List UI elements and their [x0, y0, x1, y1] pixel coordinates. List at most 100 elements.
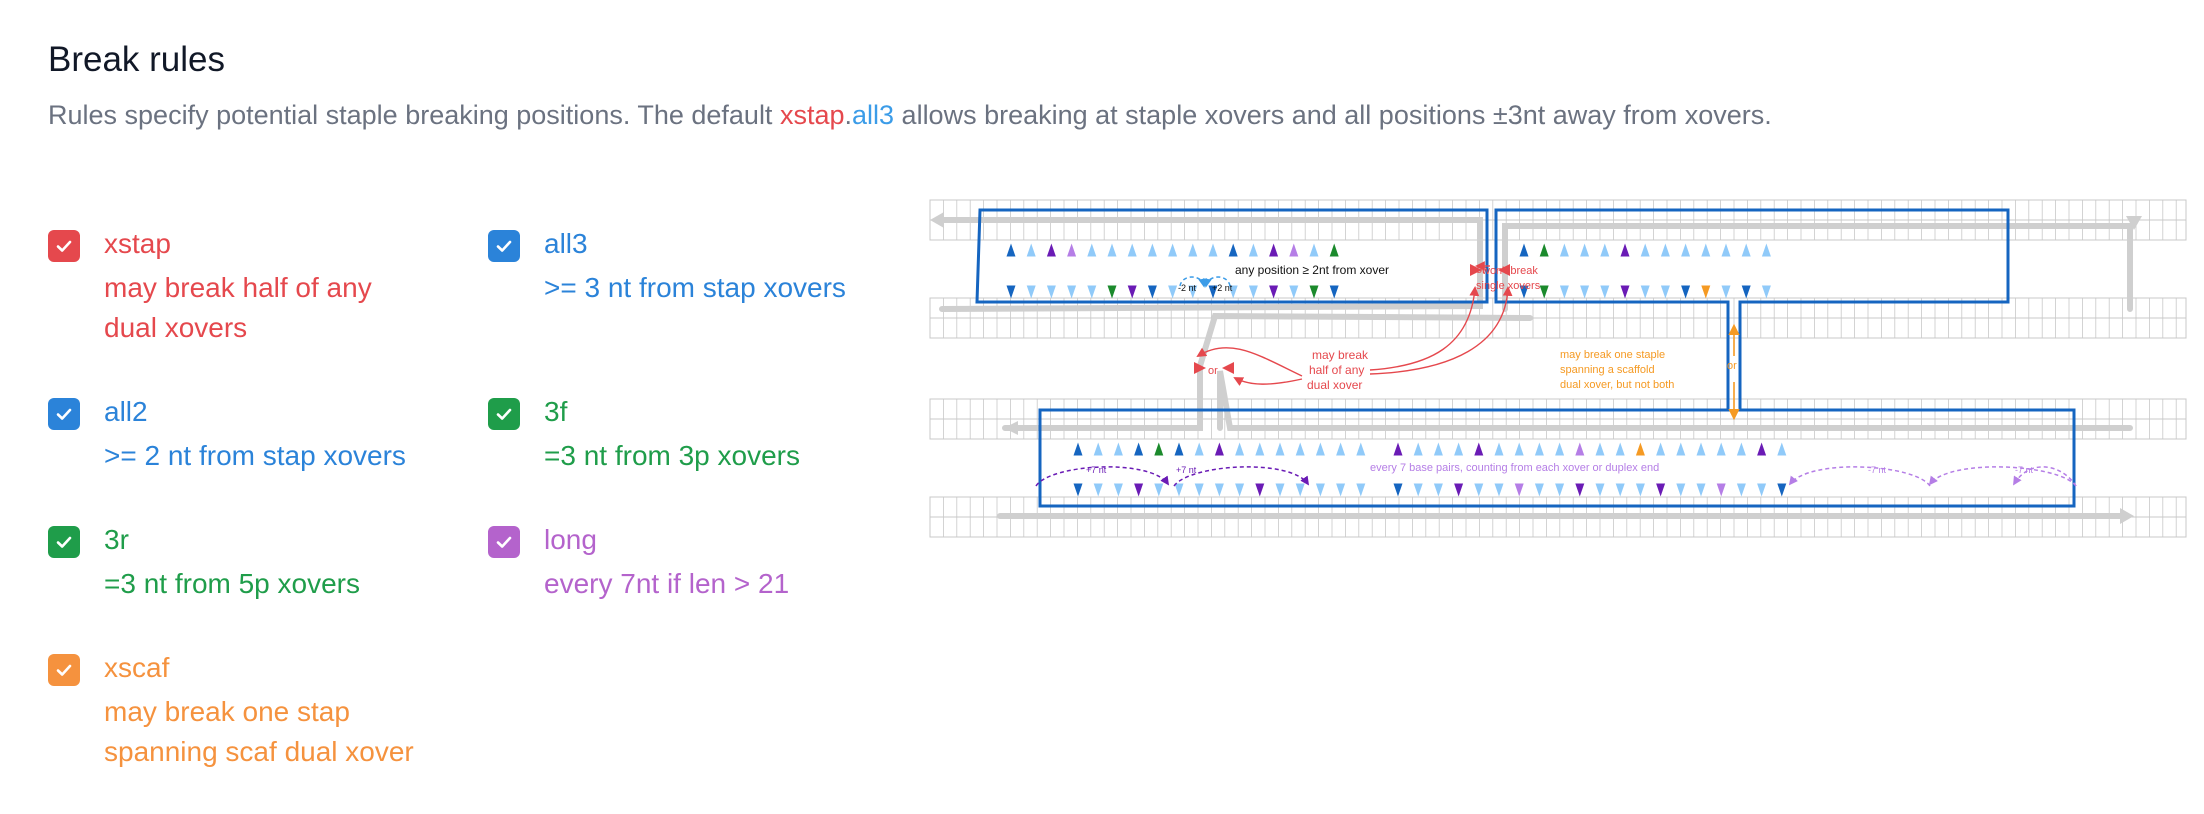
rule-desc-line2: dual xovers: [104, 312, 248, 343]
label-may-break-line2: half of any: [1309, 363, 1364, 377]
rule-desc-line1: >= 2 nt from stap xovers: [104, 440, 406, 471]
checkbox-long[interactable]: [488, 526, 520, 558]
rule-name: 3f: [544, 396, 568, 427]
rule-desc-line1: may break half of any: [104, 272, 372, 303]
break-marker: [1168, 243, 1178, 257]
checkbox-xstap[interactable]: [48, 230, 80, 262]
arc-minus7-a: [1928, 466, 2077, 487]
break-marker: [1067, 243, 1077, 257]
break-marker: [1188, 243, 1198, 257]
break-marker: [1721, 285, 1731, 299]
break-marker: [1067, 285, 1077, 299]
break-marker: [1595, 483, 1605, 497]
break-marker: [1555, 442, 1565, 456]
label-scaf-line3: dual xover, but not both: [1560, 379, 1674, 391]
check-icon: [56, 408, 72, 420]
label-plus7-b: +7 nt: [1176, 465, 1197, 475]
break-marker: [1208, 243, 1218, 257]
desc-suffix: allows breaking at staple xovers and all…: [894, 100, 1772, 130]
arrow-head: [930, 212, 944, 228]
break-marker: [1474, 483, 1484, 497]
arc-plus7-a: [1035, 466, 1170, 487]
break-marker: [1235, 442, 1245, 456]
break-marker: [1413, 483, 1423, 497]
page-title: Break rules: [48, 40, 226, 79]
break-marker: [1701, 285, 1711, 299]
break-marker: [1174, 442, 1184, 456]
break-marker: [1087, 285, 1097, 299]
break-marker: [1575, 442, 1585, 456]
break-marker: [1534, 483, 1544, 497]
rule-desc-line1: =3 nt from 5p xovers: [104, 568, 361, 599]
rule-desc-line1: every 7nt if len > 21: [544, 568, 790, 599]
break-marker: [1534, 442, 1544, 456]
label-wont-break-line1: won't break: [1481, 265, 1538, 277]
desc-dot: .: [844, 100, 853, 130]
break-marker: [1336, 442, 1346, 456]
arc-plus7-b: [1173, 466, 1310, 487]
break-marker: [1087, 243, 1097, 257]
arc-minus7-c: [2013, 466, 2077, 487]
break-marker: [1315, 442, 1325, 456]
rule-description: >= 2 nt from stap xovers: [104, 436, 406, 476]
rule-desc-line1: =3 nt from 3p xovers: [544, 440, 801, 471]
label-wont-break-line2: single xovers: [1476, 280, 1541, 292]
arc-plus2: [1202, 276, 1231, 288]
break-marker: [1716, 442, 1726, 456]
break-marker: [1073, 483, 1083, 497]
checkbox-xscaf[interactable]: [48, 654, 80, 686]
break-marker: [1329, 285, 1339, 299]
break-marker: [1660, 243, 1670, 257]
break-marker: [1309, 285, 1319, 299]
break-marker: [1519, 243, 1529, 257]
break-marker: [1676, 483, 1686, 497]
break-marker: [1620, 285, 1630, 299]
break-marker: [1315, 483, 1325, 497]
break-marker: [1757, 483, 1767, 497]
break-marker: [1615, 442, 1625, 456]
arrow-may-break: [1369, 286, 1480, 371]
rule-description: =3 nt from 5p xovers: [104, 564, 360, 604]
xover-flag: [1194, 362, 1206, 374]
checkbox-all3[interactable]: [488, 230, 520, 262]
break-marker: [1329, 243, 1339, 257]
arrow-head: [2126, 216, 2142, 230]
label-plus2: +2 nt: [1212, 283, 1233, 293]
break-marker: [1514, 442, 1524, 456]
arc-minus7-b: [1788, 466, 1931, 487]
checkbox-3f[interactable]: [488, 398, 520, 430]
desc-prefix: Rules specify potential staple breaking …: [48, 100, 780, 130]
break-marker: [1777, 483, 1787, 497]
checkbox-3r[interactable]: [48, 526, 80, 558]
break-marker: [1736, 483, 1746, 497]
break-marker: [1757, 442, 1767, 456]
scaffold-strand-4: [1217, 370, 2133, 431]
break-marker: [1255, 442, 1265, 456]
label-any-position: any position ≥ 2nt from xover: [1235, 263, 1389, 277]
label-minus2: -2 nt: [1178, 283, 1197, 293]
staple-outline-2: [1038, 208, 2076, 508]
break-marker: [1433, 442, 1443, 456]
break-marker: [1681, 243, 1691, 257]
break-marker: [1113, 442, 1123, 456]
break-marker: [1741, 285, 1751, 299]
rule-name: all3: [544, 228, 588, 259]
break-marker: [1228, 285, 1238, 299]
grid-layer: [929, 199, 2187, 538]
break-marker: [1640, 243, 1650, 257]
label-may-break-line1: may break: [1312, 348, 1369, 362]
break-marker: [1559, 243, 1569, 257]
break-marker: [1289, 243, 1299, 257]
break-marker: [1580, 243, 1590, 257]
checkbox-all2[interactable]: [48, 398, 80, 430]
break-marker: [1660, 285, 1670, 299]
break-marker: [1555, 483, 1565, 497]
annotation-layer: any position ≥ 2nt from xover -2 nt +2 n…: [1035, 261, 2077, 487]
check-icon: [496, 240, 512, 252]
check-icon: [56, 536, 72, 548]
break-marker: [1194, 442, 1204, 456]
break-marker: [1716, 483, 1726, 497]
break-marker: [1289, 285, 1299, 299]
label-may-break-line3: dual xover: [1307, 378, 1362, 392]
break-marker: [1356, 442, 1366, 456]
